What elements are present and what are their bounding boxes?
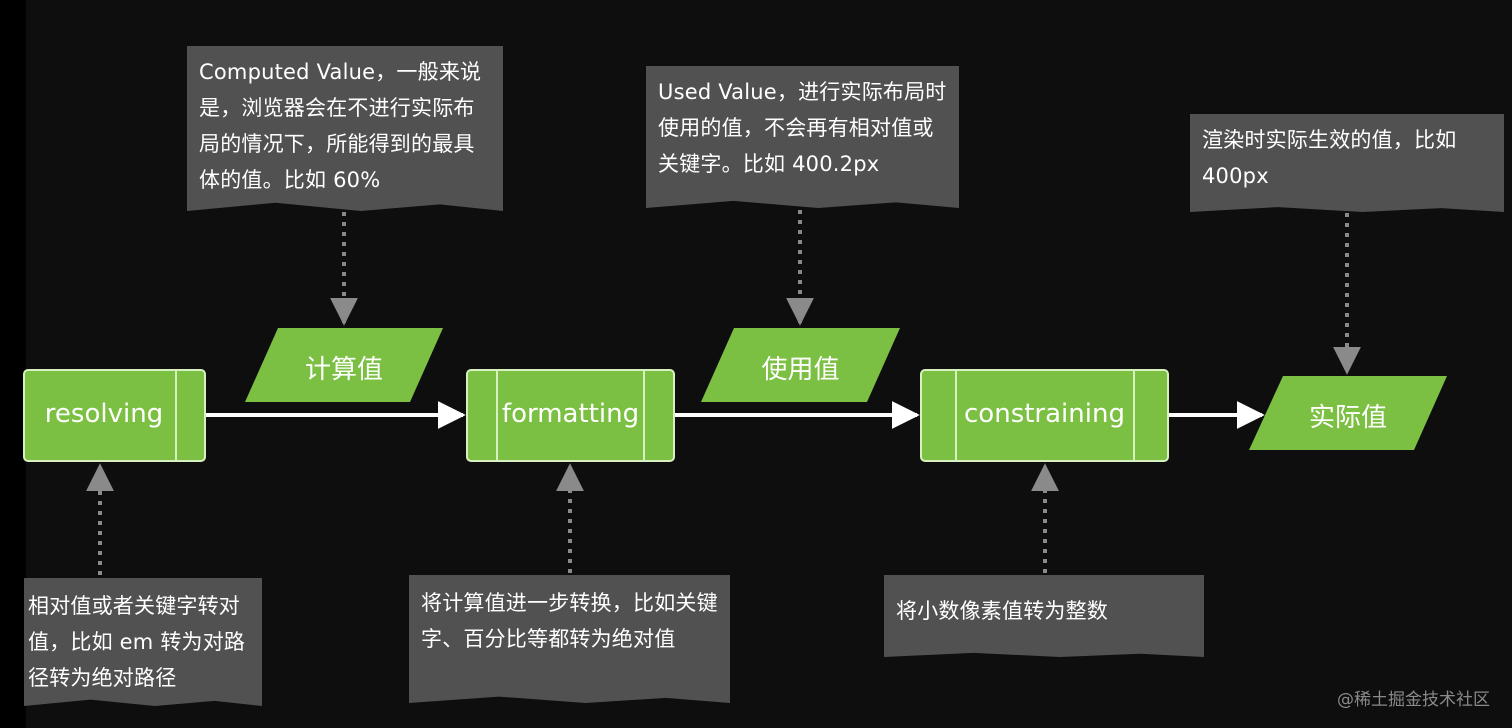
note-computed-value: Computed Value，一般来说是，浏览器会在不进行实际布局的情况下，所能… — [187, 46, 503, 211]
watermark: @稀土掘金技术社区 — [1337, 690, 1490, 710]
value-node-used — [701, 328, 900, 402]
value-node-computed — [245, 328, 443, 402]
process-node-resolving — [23, 369, 206, 462]
note-used-value: Used Value，进行实际布局时使用的值，不会再有相对值或关键字。比如 40… — [646, 66, 959, 208]
note-actual-value: 渲染时实际生效的值，比如 400px — [1190, 114, 1504, 212]
note-constraining: 将小数像素值转为整数 — [884, 575, 1204, 657]
note-resolving: 相对值或者关键字转对值，比如 em 转为对路径转为绝对路径 — [24, 578, 262, 706]
note-formatting: 将计算值进一步转换，比如关键字、百分比等都转为绝对值 — [409, 575, 730, 703]
process-node-constraining — [920, 369, 1169, 462]
left-edge-strip — [0, 0, 26, 728]
process-node-formatting — [466, 369, 675, 462]
value-node-actual — [1249, 376, 1447, 450]
